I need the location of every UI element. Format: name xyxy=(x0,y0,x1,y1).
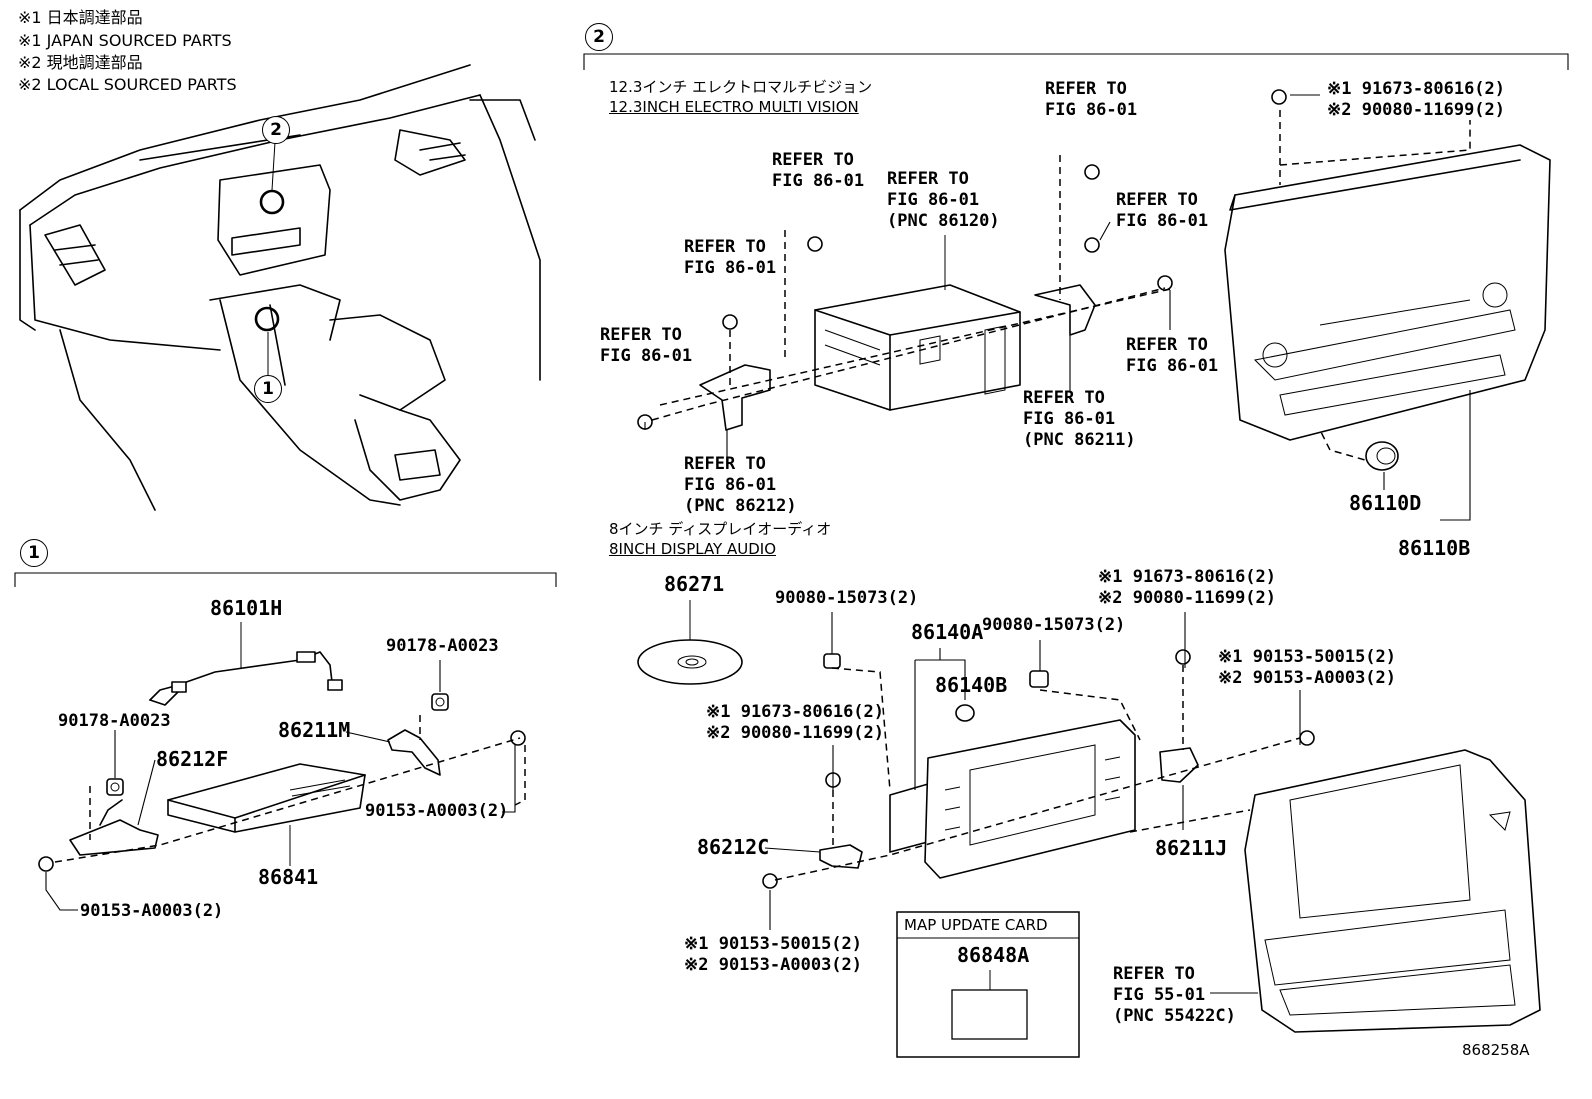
part-90080-15073-left[interactable]: 90080-15073(2) xyxy=(775,588,919,608)
refer-note: REFER TO FIG 86-01 (PNC 86120) xyxy=(887,169,1000,231)
refer-note: REFER TO FIG 86-01 (PNC 86211) xyxy=(1023,388,1136,450)
dual-note-mid-left-2: ※2 90080-11699(2) xyxy=(706,723,885,743)
part-86110B[interactable]: 86110B xyxy=(1398,536,1471,560)
display-title-jp: 8インチ ディスプレイオーディオ xyxy=(609,520,832,538)
legend-local-en: ※2 LOCAL SOURCED PARTS xyxy=(18,75,237,94)
dual-note-clip-right-1: ※1 90153-50015(2) xyxy=(1218,647,1397,667)
refer-note: REFER TO FIG 86-01 xyxy=(600,325,693,366)
part-90178-A0023-upper[interactable]: 90178-A0023 xyxy=(386,636,499,656)
legend-japan-jp: ※1 日本調達部品 xyxy=(18,8,143,27)
dual-note-bottom-left-2: ※2 90153-A0003(2) xyxy=(684,955,863,975)
part-86211M[interactable]: 86211M xyxy=(278,718,351,742)
dual-note-mid-right-2: ※2 90080-11699(2) xyxy=(1098,588,1277,608)
callout-2-section: 2 xyxy=(585,23,613,51)
part-90178-A0023-lower[interactable]: 90178-A0023 xyxy=(58,711,171,731)
refer-note: REFER TO FIG 55-01 (PNC 55422C) xyxy=(1113,964,1236,1026)
part-86101H[interactable]: 86101H xyxy=(210,596,283,620)
part-86848A[interactable]: 86848A xyxy=(957,943,1030,967)
electro-title-en: 12.3INCH ELECTRO MULTI VISION xyxy=(609,98,859,116)
section-brackets xyxy=(14,53,1569,587)
map-card-title: MAP UPDATE CARD xyxy=(904,916,1048,934)
part-90153-A0003-left[interactable]: 90153-A0003(2) xyxy=(80,901,224,921)
part-90080-15073-right[interactable]: 90080-15073(2) xyxy=(982,615,1126,635)
legend-japan-en: ※1 JAPAN SOURCED PARTS xyxy=(18,31,232,50)
dual-note-top-right-2: ※2 90080-11699(2) xyxy=(1327,100,1506,120)
part-86212F[interactable]: 86212F xyxy=(156,747,229,771)
dual-note-clip-right-2: ※2 90153-A0003(2) xyxy=(1218,668,1397,688)
refer-note: REFER TO FIG 86-01 xyxy=(684,237,777,278)
section-2-lower-parts xyxy=(637,600,1541,1058)
dual-note-top-right-1: ※1 91673-80616(2) xyxy=(1327,79,1506,99)
refer-note: REFER TO FIG 86-01 xyxy=(772,150,865,191)
part-86140A[interactable]: 86140A xyxy=(911,620,984,644)
part-86140B[interactable]: 86140B xyxy=(935,673,1008,697)
refer-note: REFER TO FIG 86-01 xyxy=(1116,190,1209,231)
callout-1-section: 1 xyxy=(20,539,48,567)
electro-title-jp: 12.3インチ エレクトロマルチビジョン xyxy=(609,78,873,96)
part-86211J[interactable]: 86211J xyxy=(1155,836,1228,860)
part-90153-A0003-right[interactable]: 90153-A0003(2) xyxy=(365,801,509,821)
part-86271[interactable]: 86271 xyxy=(664,572,725,596)
part-86212C[interactable]: 86212C xyxy=(697,835,770,859)
section-1-parts xyxy=(38,622,526,911)
refer-note: REFER TO FIG 86-01 (PNC 86212) xyxy=(684,454,797,516)
callout-1-overview: 1 xyxy=(254,375,282,403)
legend-local-jp: ※2 現地調達部品 xyxy=(18,53,143,72)
drawing-id: 868258A xyxy=(1462,1041,1530,1059)
refer-note: REFER TO FIG 86-01 xyxy=(1126,335,1219,376)
callout-2-overview: 2 xyxy=(262,116,290,144)
section-2-upper-parts xyxy=(637,89,1551,521)
dashboard-illustration xyxy=(19,64,541,511)
refer-note: REFER TO FIG 86-01 xyxy=(1045,79,1138,120)
dual-note-bottom-left-1: ※1 90153-50015(2) xyxy=(684,934,863,954)
display-title-en: 8INCH DISPLAY AUDIO xyxy=(609,540,776,558)
dual-note-mid-left-1: ※1 91673-80616(2) xyxy=(706,702,885,722)
dual-note-mid-right-1: ※1 91673-80616(2) xyxy=(1098,567,1277,587)
part-86110D[interactable]: 86110D xyxy=(1349,491,1422,515)
part-86841[interactable]: 86841 xyxy=(258,865,319,889)
